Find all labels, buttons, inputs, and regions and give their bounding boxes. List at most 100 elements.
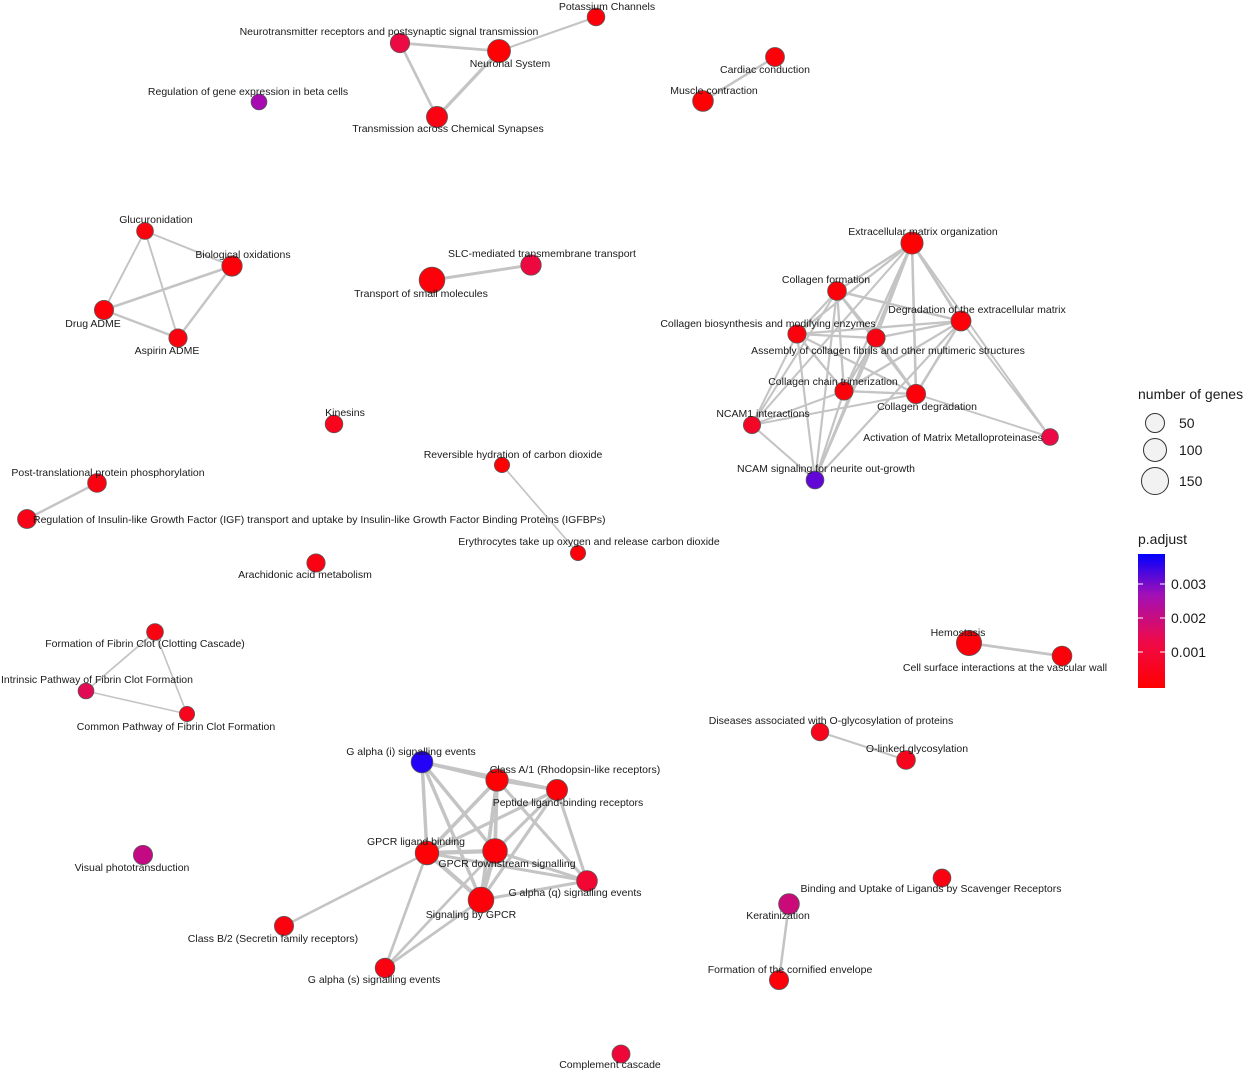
node-transchem[interactable] xyxy=(426,106,448,128)
edge-collform-ncam1 xyxy=(750,289,839,427)
node-neurotrans[interactable] xyxy=(389,32,411,54)
node-label-hemostasis: Hemostasis xyxy=(931,627,986,639)
node-olinked[interactable] xyxy=(896,750,916,770)
node-drugadme[interactable] xyxy=(94,299,115,320)
node-label-glucuron: Glucuronidation xyxy=(119,214,193,226)
edge-collbio-ncamsig xyxy=(795,332,817,482)
edge-bioox-aspirin xyxy=(176,264,234,340)
node-common[interactable] xyxy=(178,705,196,723)
node-betacells[interactable] xyxy=(250,93,268,111)
edge-degecm-mmp xyxy=(960,320,1051,438)
node-intrinsic[interactable] xyxy=(77,682,95,700)
edge-layer xyxy=(25,15,1064,982)
node-complement[interactable] xyxy=(611,1044,631,1064)
node-label-complement: Complement cascade xyxy=(559,1059,661,1071)
node-cornified[interactable] xyxy=(769,970,790,991)
node-gpcrlig[interactable] xyxy=(414,840,440,866)
edge-gpcrdown-gas xyxy=(383,849,497,970)
node-label-posttrans: Post-translational protein phosphorylati… xyxy=(11,467,204,479)
node-label-scavenger: Binding and Uptake of Ligands by Scaveng… xyxy=(801,883,1062,895)
node-hemostasis[interactable] xyxy=(956,630,982,656)
node-gas[interactable] xyxy=(374,957,396,979)
edge-collbio-assembly xyxy=(795,332,878,340)
node-bioox[interactable] xyxy=(221,255,243,277)
edge-peptide-gpcrlig xyxy=(425,788,559,855)
node-glucuron[interactable] xyxy=(136,222,154,240)
node-ncamsig[interactable] xyxy=(805,470,825,490)
size-key-50 xyxy=(1145,413,1165,433)
edge-keratin-cornified xyxy=(777,902,791,982)
node-potassium[interactable] xyxy=(586,7,606,27)
node-collform[interactable] xyxy=(827,281,847,301)
node-peptide[interactable] xyxy=(546,779,568,801)
edge-collform-ncamsig xyxy=(813,289,839,482)
node-revhyd[interactable] xyxy=(493,456,511,474)
size-key-100 xyxy=(1143,438,1167,462)
node-mmp[interactable] xyxy=(1041,428,1059,446)
node-label-gpcrlig: GPCR ligand binding xyxy=(367,836,465,848)
node-ecmorg[interactable] xyxy=(900,231,924,255)
node-cellsurf[interactable] xyxy=(1051,645,1073,667)
node-arach[interactable] xyxy=(306,553,326,573)
edge-gpcrlig-gas xyxy=(383,851,429,970)
node-erythro[interactable] xyxy=(569,544,587,562)
node-label-muscle: Muscle contraction xyxy=(670,85,758,97)
node-label-ncam1: NCAM1 interactions xyxy=(716,408,809,420)
color-bar xyxy=(1138,554,1165,688)
node-keratin[interactable] xyxy=(778,893,800,915)
node-label-classa: Class A/1 (Rhodopsin-like receptors) xyxy=(490,764,660,776)
node-oglydis[interactable] xyxy=(810,722,830,742)
edge-degecm-ncamsig xyxy=(813,319,963,482)
node-label-visual: Visual phototransduction xyxy=(75,862,190,874)
node-gpcrdown[interactable] xyxy=(482,838,508,864)
node-aspirin[interactable] xyxy=(168,328,188,348)
edge-collbio-colldeg xyxy=(795,332,918,396)
edge-neuronal-potassium xyxy=(497,15,598,53)
node-collchain[interactable] xyxy=(834,381,854,401)
node-classb[interactable] xyxy=(273,916,294,937)
node-visual[interactable] xyxy=(132,845,153,866)
node-slc[interactable] xyxy=(520,254,542,276)
node-transportsmall[interactable] xyxy=(418,266,446,294)
edge-degecm-collbio xyxy=(795,319,963,336)
node-label-igfbp: Regulation of Insulin-like Growth Factor… xyxy=(33,514,605,526)
node-assembly[interactable] xyxy=(866,328,886,348)
edge-oglydis-olinked xyxy=(818,730,908,762)
node-muscle[interactable] xyxy=(692,90,714,112)
node-label-gas: G alpha (s) signalling events xyxy=(308,974,441,986)
edge-collform-collbio xyxy=(795,289,839,336)
edge-peptide-gaq xyxy=(555,788,589,883)
node-sigbygpcr[interactable] xyxy=(467,886,495,914)
size-key-50-label: 50 xyxy=(1179,415,1195,431)
node-gaq[interactable] xyxy=(576,870,598,892)
node-degecm[interactable] xyxy=(950,310,972,332)
node-neuronal[interactable] xyxy=(487,39,511,63)
color-tick-0002: 0.002 xyxy=(1171,610,1206,626)
node-label-gaq: G alpha (q) signalling events xyxy=(508,887,641,899)
edge-assembly-ncamsig xyxy=(813,336,878,482)
edge-neurotrans-neuronal xyxy=(398,41,501,53)
size-key-150 xyxy=(1141,467,1169,495)
node-label-mmp: Activation of Matrix Metalloproteinases xyxy=(863,432,1043,444)
node-collbio[interactable] xyxy=(787,324,807,344)
edge-assembly-collchain xyxy=(842,336,878,393)
node-label-olinked: O-linked glycosylation xyxy=(866,743,968,755)
node-scavenger[interactable] xyxy=(932,868,952,888)
node-cardiac[interactable] xyxy=(765,47,785,67)
node-posttrans[interactable] xyxy=(87,473,107,493)
node-classa[interactable] xyxy=(485,768,509,792)
node-colldeg[interactable] xyxy=(906,383,927,404)
node-ncam1[interactable] xyxy=(742,415,762,435)
edge-ecmorg-mmp xyxy=(911,242,1051,438)
node-igfbp[interactable] xyxy=(17,509,37,529)
node-fibrinclot[interactable] xyxy=(146,623,164,641)
node-label-keratin: Keratinization xyxy=(746,910,810,922)
edge-peptide-gpcrdown xyxy=(493,788,559,853)
node-gai[interactable] xyxy=(410,750,434,774)
node-label-betacells: Regulation of gene expression in beta ce… xyxy=(148,86,348,98)
edge-collbio-collchain xyxy=(795,332,846,393)
node-label-neuronal: Neuronal System xyxy=(470,58,551,70)
edge-collchain-ncam1 xyxy=(750,389,846,427)
legend: number of genes 50 100 150 p.adjust 0.00… xyxy=(1138,386,1243,688)
node-kinesins[interactable] xyxy=(324,414,344,434)
